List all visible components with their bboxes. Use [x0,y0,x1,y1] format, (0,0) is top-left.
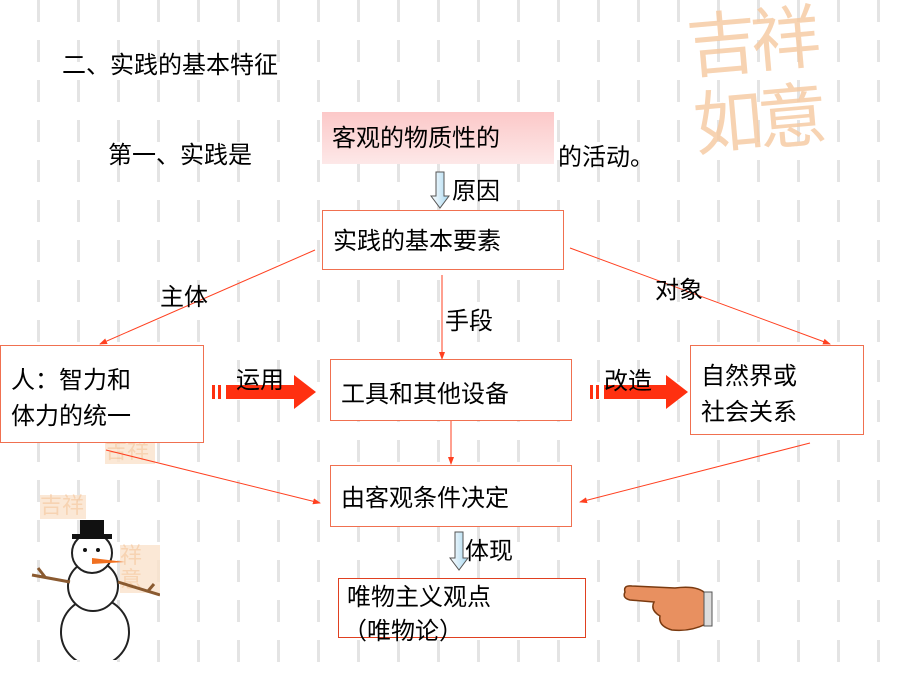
box-objective-conditions: 由客观条件决定 [330,465,572,527]
box-text: 唯物主义观点 [347,583,491,611]
arrow-use-icon [212,375,316,409]
box-basic-elements: 实践的基本要素 [322,210,564,270]
pointing-hand-icon [623,585,713,632]
seal-watermark-small: 吉祥 [105,440,155,464]
slide-heading: 二、实践的基本特征 [62,51,278,79]
seal-watermark-small: 吉祥 [40,494,86,519]
label-embody: 体现 [465,537,513,565]
box-text: 人：智力和 [11,366,131,394]
box-text: 社会关系 [701,398,797,426]
arrow-transform-icon [590,375,688,409]
line1-suffix: 的活动。 [558,143,654,171]
line1-prefix: 第一、实践是 [108,141,252,169]
box-text: 由客观条件决定 [341,484,509,512]
label-means: 手段 [445,307,493,335]
box-materialism: 唯物主义观点 （唯物论） [338,578,586,645]
box-text: 自然界或 [701,362,797,390]
label-object: 对象 [655,276,703,304]
box-text: 工具和其他设备 [341,380,509,408]
box-tools: 工具和其他设备 [330,359,572,421]
snowman-clipart [31,520,160,660]
highlight-objective-material: 客观的物质性的 [322,112,554,164]
box-text: （唯物论） [343,617,463,645]
label-use: 运用 [236,366,284,394]
label-transform: 改造 [604,367,652,395]
down-arrow-icon [430,171,450,209]
label-subject: 主体 [160,283,208,311]
box-text: 体力的统一 [11,402,131,430]
box-subject: 人：智力和体力的统一 [0,345,204,443]
box-object: 自然界或社会关系 [690,345,864,435]
box-text: 实践的基本要素 [333,227,501,255]
label-reason: 原因 [452,177,500,205]
down-arrow-icon [449,531,469,571]
